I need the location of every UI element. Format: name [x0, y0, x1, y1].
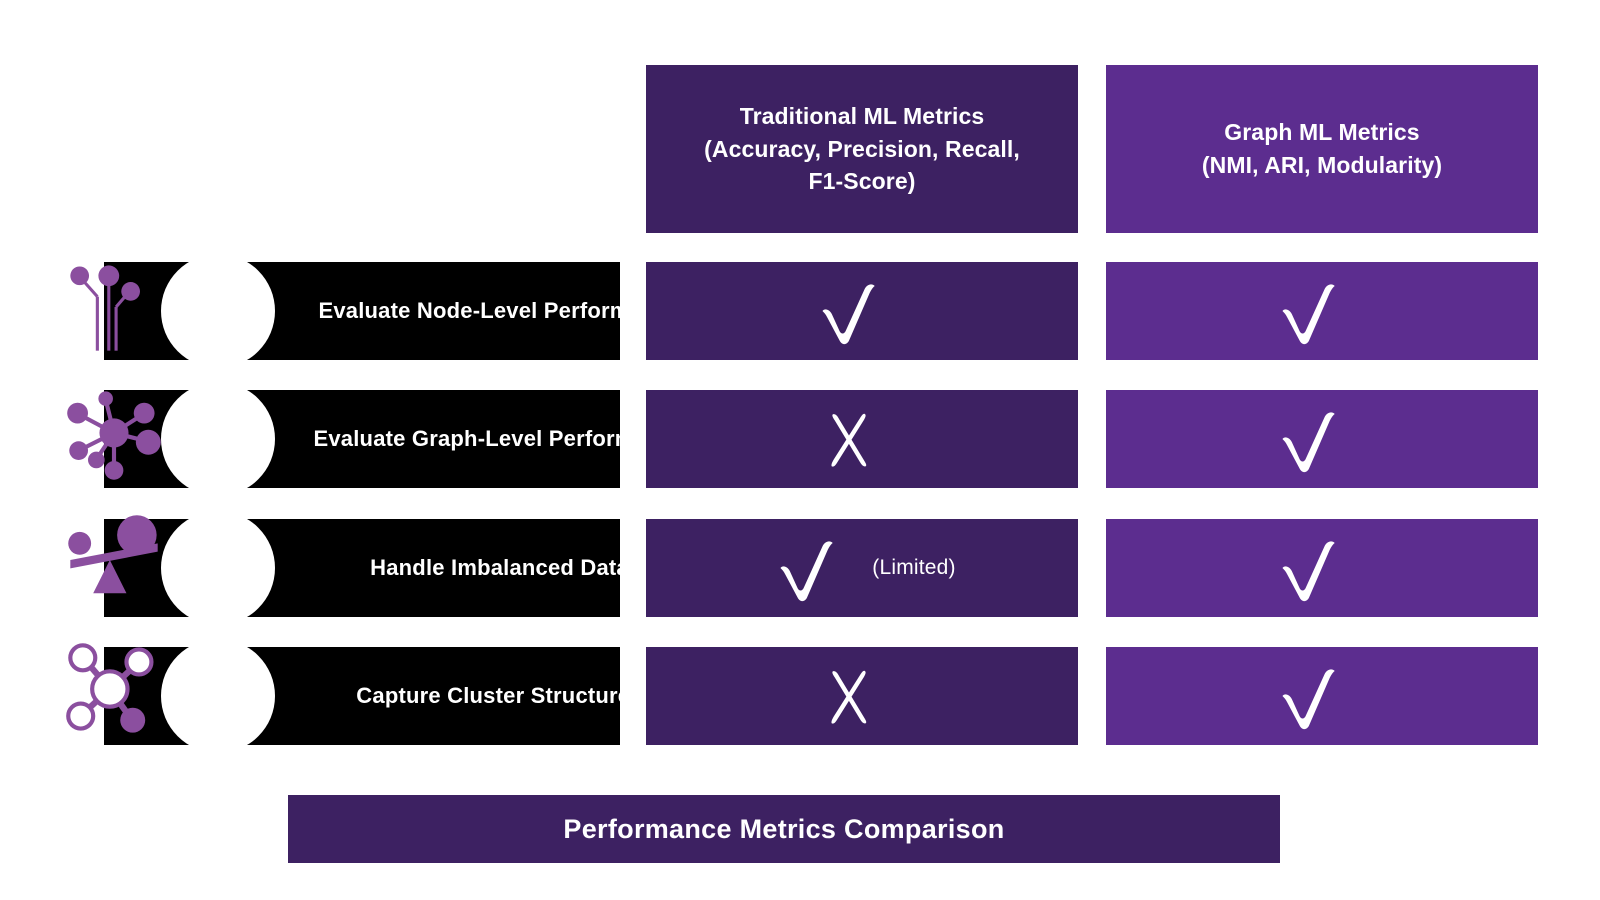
- column-header-graph-ml: Graph ML Metrics(NMI, ARI, Modularity): [1106, 65, 1538, 233]
- node-tree-icon: [62, 255, 166, 359]
- table-row: Evaluate Graph-Level Performance: [0, 382, 1600, 496]
- cell-traditional: [646, 647, 1078, 745]
- row-label-text: Capture Cluster Structures: [356, 683, 643, 708]
- row-label-bar: Evaluate Node-Level Performance: [104, 254, 680, 368]
- row-label-bar: Capture Cluster Structures: [104, 639, 642, 753]
- cross-icon: [818, 403, 880, 475]
- page-title: Performance Metrics Comparison: [563, 813, 1005, 844]
- check-icon: [1270, 400, 1348, 478]
- table-row: Handle Imbalanced Data (Limited): [0, 511, 1600, 625]
- row-icon-cutout: [161, 639, 275, 753]
- cluster-molecule-icon: [62, 637, 166, 741]
- row-label-bar: Evaluate Graph-Level Performance: [104, 382, 685, 496]
- unbalanced-scale-icon: [62, 508, 166, 612]
- check-icon: [1270, 657, 1348, 735]
- row-icon-cutout: [161, 511, 275, 625]
- cell-graph: [1106, 262, 1538, 360]
- row-icon-cutout: [161, 382, 275, 496]
- table-row: Evaluate Node-Level Performance: [0, 254, 1600, 368]
- check-icon: [1270, 272, 1348, 350]
- network-hub-icon: [62, 383, 166, 487]
- cell-traditional: [646, 262, 1078, 360]
- cell-note: (Limited): [872, 556, 956, 579]
- cell-graph: [1106, 390, 1538, 488]
- cell-traditional: [646, 390, 1078, 488]
- cell-traditional: (Limited): [646, 519, 1078, 617]
- column-header-traditional-ml-title: Traditional ML Metrics(Accuracy, Precisi…: [704, 103, 1020, 195]
- cell-graph: [1106, 519, 1538, 617]
- column-header-traditional-ml: Traditional ML Metrics(Accuracy, Precisi…: [646, 65, 1078, 233]
- check-icon: [810, 272, 888, 350]
- footer-banner: Performance Metrics Comparison: [288, 795, 1280, 863]
- check-icon: [768, 529, 846, 607]
- row-label-bar: Handle Imbalanced Data: [104, 511, 629, 625]
- row-label-text: Evaluate Node-Level Performance: [318, 298, 681, 323]
- cell-graph: [1106, 647, 1538, 745]
- check-icon: [1270, 529, 1348, 607]
- row-label-text: Handle Imbalanced Data: [370, 555, 629, 580]
- row-icon-cutout: [161, 254, 275, 368]
- column-header-graph-ml-title: Graph ML Metrics(NMI, ARI, Modularity): [1201, 119, 1443, 178]
- row-label-text: Evaluate Graph-Level Performance: [313, 426, 686, 451]
- cross-icon: [818, 660, 880, 732]
- table-row: Capture Cluster Structures: [0, 639, 1600, 753]
